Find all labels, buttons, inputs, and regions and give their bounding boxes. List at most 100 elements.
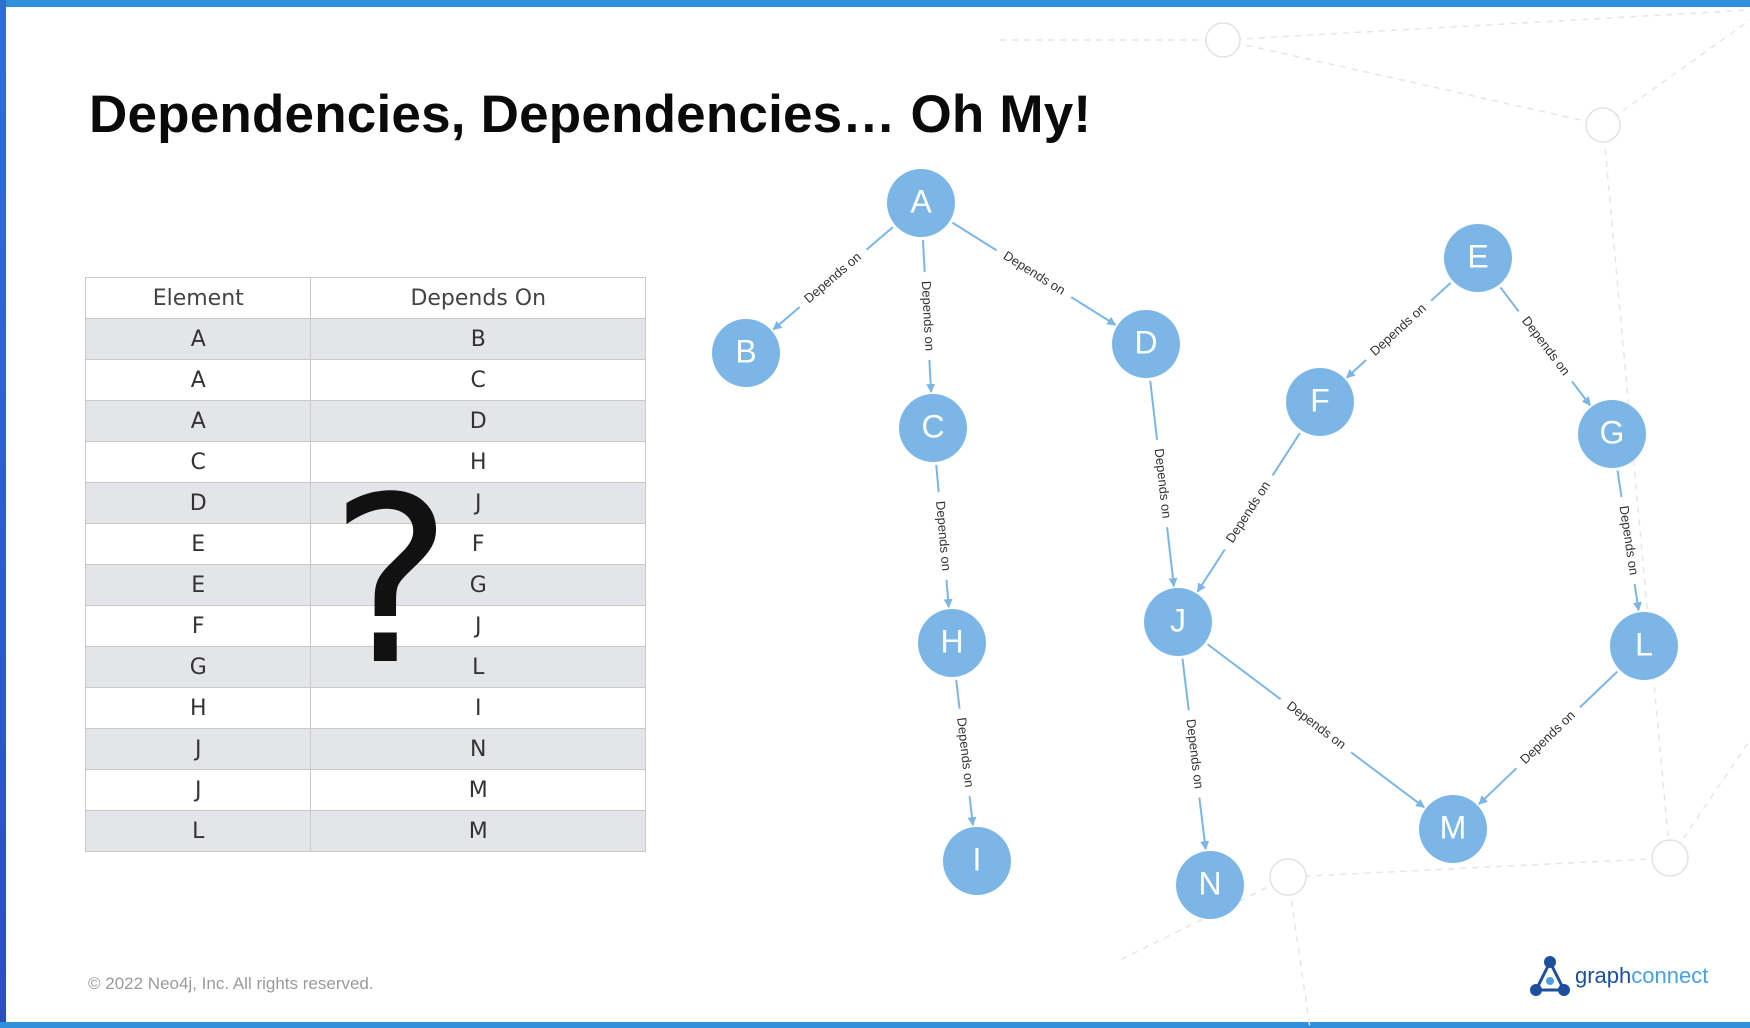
edge-D-J-line-end	[1166, 527, 1178, 588]
cell-depends-on: C	[310, 359, 646, 401]
cell-depends-on: J	[310, 482, 646, 524]
cell-depends-on: D	[310, 400, 646, 442]
edge-C-H-line-end	[943, 579, 953, 609]
cell-element: C	[84, 441, 312, 483]
question-mark: ?	[330, 449, 453, 716]
edge-F-J-line-end	[1196, 548, 1226, 593]
edge-D-J-line-start	[1149, 380, 1159, 440]
edge-label-E-G: Depends on	[1519, 313, 1573, 378]
edge-J-N-line-start	[1181, 658, 1190, 711]
cell-element: A	[84, 359, 312, 401]
graphconnect-logo: graphconnect	[1528, 954, 1718, 1000]
edge-label-A-C: Depends on	[919, 281, 938, 352]
edge-label-L-M: Depends on	[1517, 707, 1578, 766]
edge-A-D-line-end	[1070, 296, 1117, 326]
graphconnect-logo-text: graphconnect	[1575, 963, 1708, 989]
node-F	[1286, 368, 1354, 436]
cell-element: L	[84, 810, 312, 852]
bottom-border	[0, 1022, 1750, 1028]
edge-H-I-line-start	[955, 679, 961, 709]
edge-label-A-D: Depends on	[1001, 248, 1068, 298]
edge-label-H-I: Depends on	[954, 717, 977, 788]
cell-element: E	[84, 564, 312, 606]
edge-F-J-line-start	[1271, 432, 1301, 476]
node-label-E: E	[1467, 238, 1488, 274]
slide-title: Dependencies, Dependencies… Oh My!	[89, 85, 1092, 144]
cell-depends-on: M	[310, 810, 646, 852]
edge-A-B-line-start	[865, 226, 894, 251]
copyright-footer: © 2022 Neo4j, Inc. All rights reserved.	[88, 974, 374, 993]
header-depends-on: Depends On	[310, 277, 646, 319]
edge-A-C-line-end	[926, 359, 936, 393]
cell-element: J	[84, 728, 312, 770]
edge-label-A-B: Depends on	[801, 249, 864, 306]
cell-depends-on: L	[310, 646, 646, 688]
node-label-D: D	[1134, 324, 1157, 360]
node-G	[1578, 400, 1646, 468]
node-L	[1610, 612, 1678, 680]
edge-E-F-line-end	[1345, 359, 1367, 379]
edge-label-C-H: Depends on	[933, 500, 954, 571]
node-C	[899, 394, 967, 462]
node-M	[1419, 795, 1487, 863]
cell-depends-on: H	[310, 441, 646, 483]
edge-J-M-line-end	[1350, 751, 1425, 809]
node-label-M: M	[1440, 809, 1467, 845]
node-label-N: N	[1198, 865, 1221, 901]
logo-text-connect: connect	[1631, 963, 1709, 988]
node-label-F: F	[1310, 382, 1330, 418]
cell-depends-on: M	[310, 769, 646, 811]
header-element: Element	[84, 277, 312, 319]
edge-A-B-line-end	[772, 306, 801, 331]
node-label-A: A	[910, 183, 932, 219]
edge-E-G-line-start	[1499, 286, 1520, 312]
top-border	[0, 0, 1750, 7]
edge-G-L-line-end	[1632, 583, 1642, 612]
node-label-H: H	[940, 623, 963, 659]
cell-element: D	[84, 482, 312, 524]
cell-element: E	[84, 523, 312, 565]
node-I	[943, 827, 1011, 895]
cell-element: A	[84, 400, 312, 442]
edge-label-E-F: Depends on	[1367, 300, 1429, 358]
cell-element: J	[84, 769, 312, 811]
node-B	[712, 319, 780, 387]
node-N	[1176, 851, 1244, 919]
node-A	[887, 169, 955, 237]
cell-depends-on: G	[310, 564, 646, 606]
table-header-row: Element Depends On	[84, 277, 646, 319]
cell-depends-on: N	[310, 728, 646, 770]
node-J	[1144, 588, 1212, 656]
cell-element: G	[84, 646, 312, 688]
edge-L-M-line-start	[1579, 670, 1618, 709]
node-label-L: L	[1635, 626, 1653, 662]
left-border	[0, 0, 6, 1028]
node-H	[918, 609, 986, 677]
edge-label-F-J: Depends on	[1223, 478, 1274, 545]
edge-E-F-line-start	[1430, 282, 1452, 302]
edge-label-G-L: Depends on	[1616, 505, 1641, 577]
cell-element: F	[84, 605, 312, 647]
cell-depends-on: F	[310, 523, 646, 565]
cell-element: H	[84, 687, 312, 729]
edge-label-J-N: Depends on	[1183, 718, 1206, 789]
edge-G-L-line-start	[1616, 470, 1623, 498]
node-D	[1112, 310, 1180, 378]
edge-label-D-J: Depends on	[1152, 448, 1175, 519]
cell-depends-on: J	[310, 605, 646, 647]
edge-J-M-line-start	[1206, 643, 1282, 701]
logo-text-graph: graph	[1575, 963, 1632, 988]
